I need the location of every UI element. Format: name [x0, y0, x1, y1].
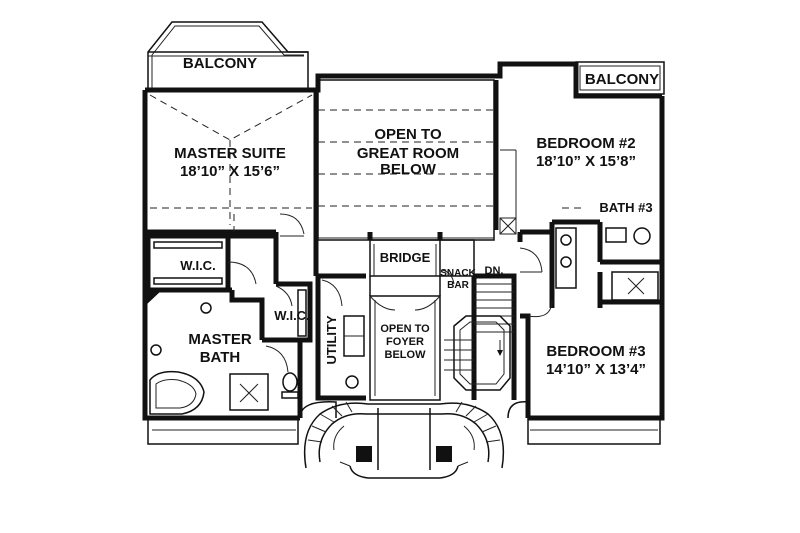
wic-right-walls [229, 281, 313, 343]
open-foyer-line2: FOYER [386, 336, 424, 348]
wic-right-label: W.I.C. [274, 308, 309, 323]
wic-left-label: W.I.C. [180, 258, 215, 273]
open-great-room-line2: GREAT ROOM [357, 145, 459, 162]
bridge-area [367, 232, 443, 296]
down-label: DN. [485, 265, 504, 277]
bedroom2-name: BEDROOM #2 [536, 135, 635, 152]
bedroom3-size: 14’10” X 13’4” [546, 361, 646, 378]
master-suite-size: 18’10” X 15’6” [180, 163, 280, 180]
misc-walls [233, 213, 475, 285]
utility-label: UTILITY [324, 315, 339, 364]
snack-bar-line2: BAR [447, 280, 469, 291]
master-bath-line2: BATH [200, 349, 241, 366]
master-suite-ceiling [149, 94, 313, 225]
bedroom3-name: BEDROOM #3 [546, 343, 645, 360]
front-porch [299, 401, 529, 479]
bedroom3-walls [520, 299, 603, 418]
labels: BALCONY BALCONY MASTER SUITE 18’10” X 15… [174, 55, 659, 378]
bedroom2-size: 18’10” X 15’8” [536, 153, 636, 170]
snack-bar-line1: SNACK [440, 268, 476, 279]
balcony-right-label: BALCONY [585, 71, 659, 88]
bridge-label: BRIDGE [380, 250, 431, 265]
open-foyer-line3: BELOW [385, 349, 427, 361]
master-suite-name: MASTER SUITE [174, 145, 286, 162]
open-foyer-line1: OPEN TO [380, 323, 430, 335]
stair [444, 273, 517, 400]
open-great-room-line1: OPEN TO [374, 126, 442, 143]
master-bath-walls [145, 287, 303, 418]
balcony-left [147, 21, 309, 90]
master-bath-line1: MASTER [188, 331, 252, 348]
bath3-walls [519, 219, 662, 305]
bath3-label: BATH #3 [599, 200, 652, 215]
open-foyer-area [369, 295, 441, 401]
balcony-left-label: BALCONY [183, 55, 257, 72]
utility-room [315, 273, 366, 401]
open-great-room-line3: BELOW [380, 161, 437, 178]
lower-rails [147, 417, 661, 445]
bedroom2-lines [499, 149, 585, 235]
